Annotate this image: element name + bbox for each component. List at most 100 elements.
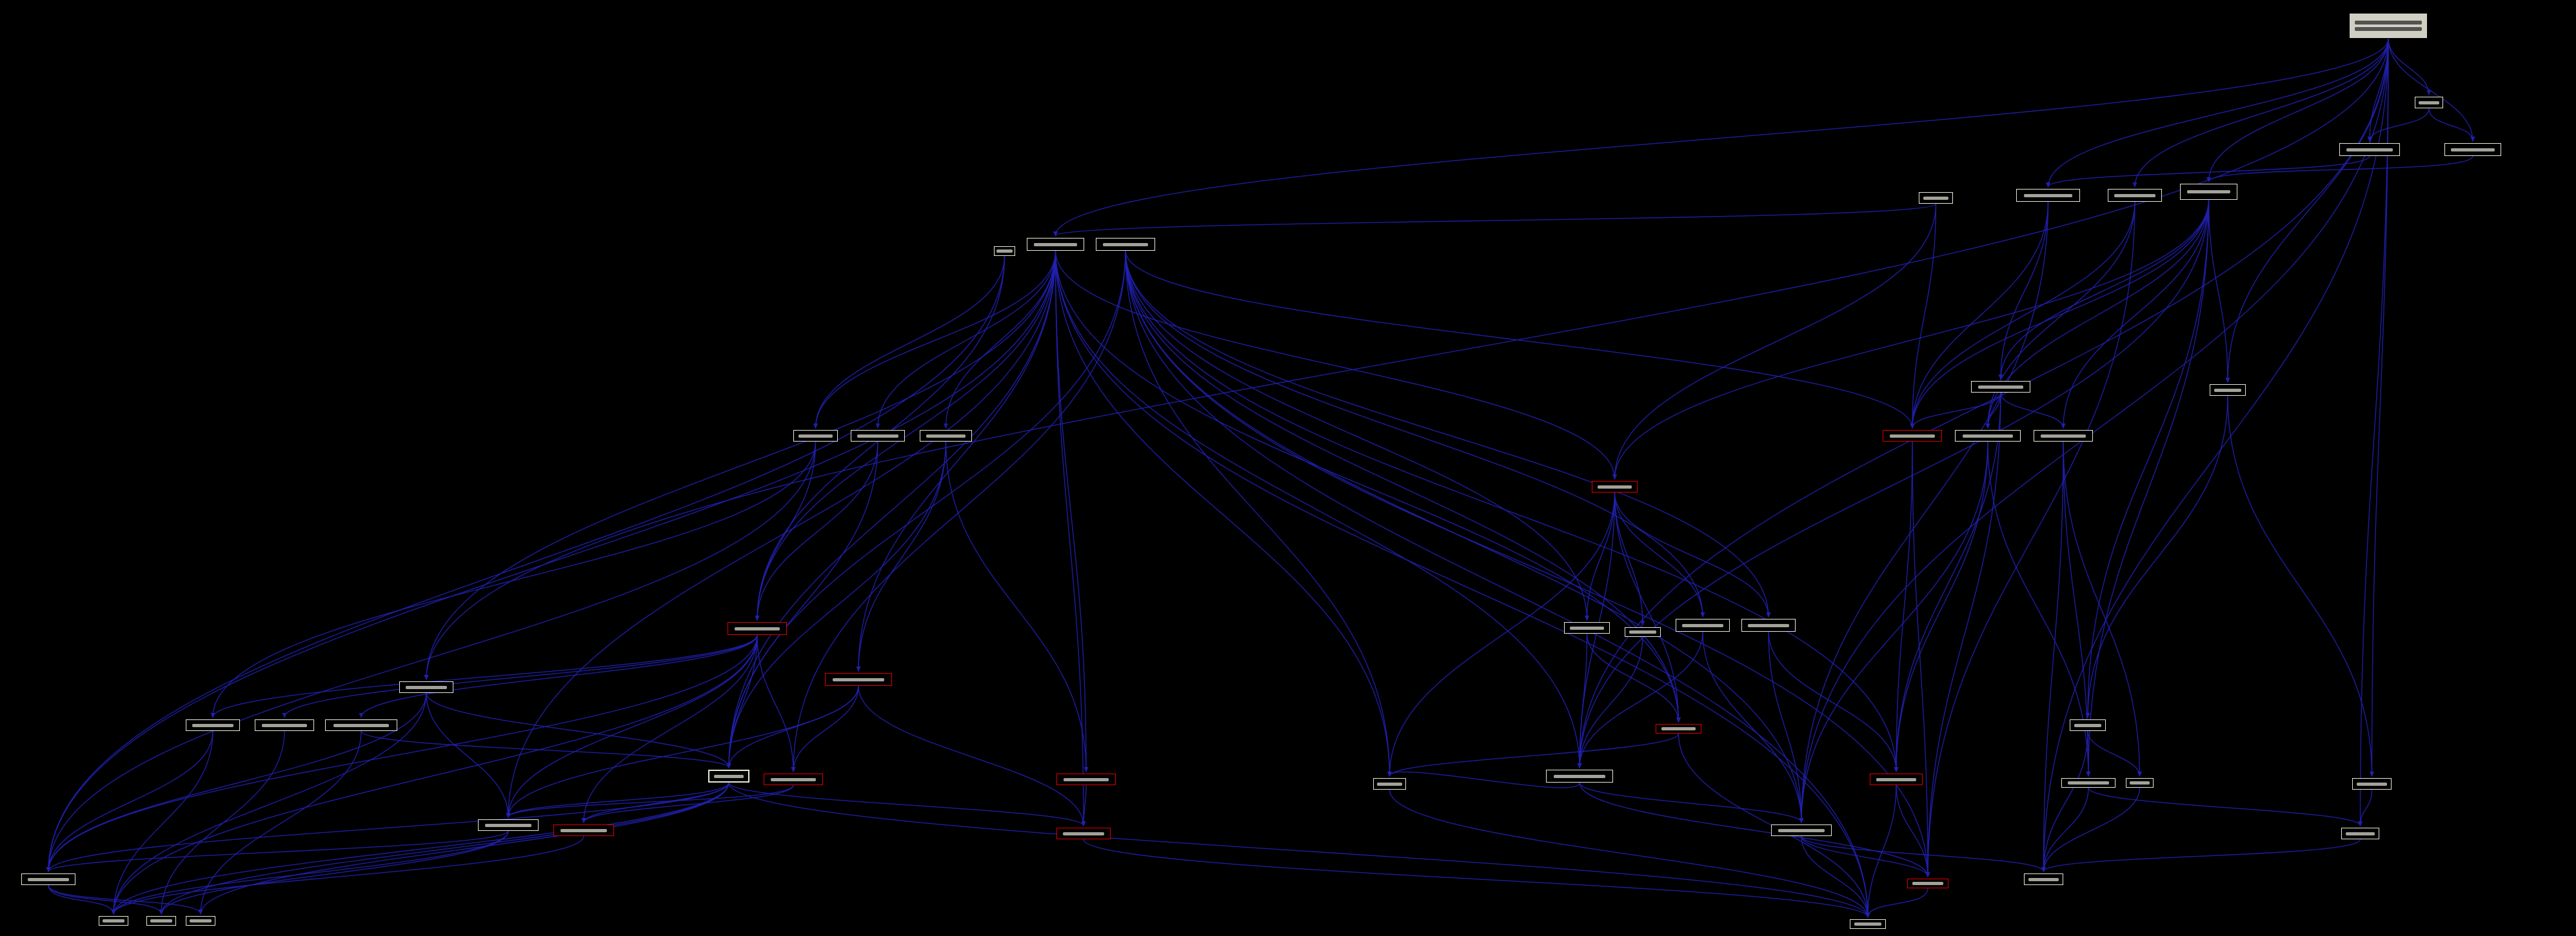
dependency-edge [2041, 787, 2089, 872]
graph-node[interactable] [553, 824, 614, 836]
dependency-edge [1081, 785, 1087, 826]
node-label-smudge [770, 777, 817, 781]
dependency-edge [1910, 392, 2001, 429]
graph-node[interactable] [325, 719, 397, 731]
dependency-edge [581, 785, 794, 823]
graph-node[interactable] [793, 430, 838, 442]
graph-node[interactable] [2126, 778, 2154, 788]
dependency-edge [726, 634, 758, 768]
dependency-edge [506, 685, 859, 818]
dependency-edge [728, 782, 1086, 826]
dependency-edge [728, 782, 1870, 918]
graph-node[interactable] [1919, 192, 1953, 204]
graph-node[interactable] [2034, 430, 2093, 442]
graph-node[interactable] [1373, 778, 1406, 790]
dependency-edge [1387, 771, 1580, 788]
graph-node[interactable] [825, 673, 892, 686]
graph-node[interactable] [2210, 384, 2246, 396]
node-label-smudge [2129, 781, 2150, 785]
graph-node[interactable] [1625, 627, 1661, 637]
dependency-edge [426, 692, 731, 768]
graph-node[interactable] [2180, 184, 2237, 200]
dependency-edge [359, 634, 758, 718]
graph-node[interactable] [1870, 774, 1923, 785]
dependency-edge [1387, 492, 1616, 777]
graph-node[interactable] [1056, 774, 1116, 785]
graph-node[interactable] [1676, 619, 1730, 632]
graph-node[interactable] [2415, 97, 2443, 108]
graph-node[interactable] [1056, 828, 1111, 839]
graph-node[interactable] [2024, 873, 2063, 885]
dependency-edge [1125, 250, 1705, 618]
node-label-smudge [406, 685, 447, 689]
dependency-edge [48, 884, 203, 915]
dependency-edge [1768, 631, 1899, 772]
graph-node[interactable] [1850, 919, 1886, 929]
dependency-edge [2041, 730, 2088, 872]
dependency-edge [1579, 782, 1804, 823]
graph-node[interactable] [764, 774, 823, 785]
node-label-smudge [102, 919, 125, 922]
node-label-smudge [1912, 882, 1944, 885]
graph-node[interactable] [2061, 778, 2115, 788]
node-label-smudge [734, 627, 780, 630]
graph-node[interactable] [994, 246, 1015, 256]
node-label-smudge [2114, 193, 2155, 197]
dependency-edge [1801, 835, 2046, 872]
graph-node[interactable] [21, 873, 75, 885]
node-label-smudge [2355, 21, 2422, 24]
graph-node[interactable] [1907, 879, 1948, 888]
graph-node[interactable] [2070, 719, 2106, 731]
graph-node[interactable] [2016, 189, 2080, 202]
dependency-edge [1586, 633, 1681, 723]
graph-node[interactable] [478, 819, 539, 831]
dependency-edge [726, 250, 1056, 768]
graph-node[interactable] [1027, 238, 1084, 251]
graph-node[interactable] [146, 916, 176, 926]
graph-node[interactable] [1592, 481, 1638, 492]
graph-node[interactable] [2341, 828, 2379, 839]
dependency-edge [159, 830, 509, 915]
dependency-edge [755, 441, 878, 621]
graph-node[interactable] [1741, 619, 1796, 632]
dependency-edge [2206, 38, 2389, 182]
graph-node[interactable] [99, 916, 128, 926]
dependency-edge [2041, 38, 2389, 872]
dependency-edge [2388, 38, 2475, 142]
node-label-smudge [150, 919, 173, 922]
node-label-smudge [2355, 27, 2422, 31]
dependency-edge [1614, 492, 1681, 723]
graph-node[interactable] [255, 719, 314, 731]
graph-node[interactable] [399, 681, 453, 693]
graph-node[interactable] [2108, 189, 2162, 202]
node-label-smudge [28, 877, 69, 881]
graph-node[interactable] [1546, 770, 1613, 783]
graph-node[interactable] [851, 430, 905, 442]
graph-node[interactable] [1771, 824, 1832, 836]
dependency-edge [1125, 250, 1392, 777]
graph-node[interactable] [708, 770, 749, 783]
graph-node[interactable] [186, 719, 240, 731]
dependency-edge [506, 634, 758, 818]
node-label-smudge [2040, 434, 2086, 438]
graph-node[interactable] [1955, 430, 2021, 442]
graph-node[interactable] [2339, 143, 2400, 156]
dependency-edge [791, 685, 859, 772]
graph-node[interactable] [186, 916, 215, 926]
graph-node[interactable] [1096, 238, 1155, 251]
graph-node[interactable] [1656, 724, 1701, 734]
graph-node[interactable] [2352, 778, 2392, 790]
graph-node[interactable] [2444, 143, 2501, 156]
dependency-edge [1894, 441, 1988, 772]
dependency-edge [1894, 441, 1913, 772]
graph-node[interactable] [920, 430, 972, 442]
dependency-edge [198, 730, 362, 915]
graph-node[interactable] [1564, 622, 1610, 634]
graph-root-node[interactable] [2349, 13, 2428, 39]
graph-node[interactable] [728, 622, 787, 635]
graph-node[interactable] [1971, 381, 2030, 393]
node-label-smudge [926, 434, 966, 438]
graph-node[interactable] [1883, 430, 1942, 442]
dependency-edge [1125, 250, 1915, 429]
